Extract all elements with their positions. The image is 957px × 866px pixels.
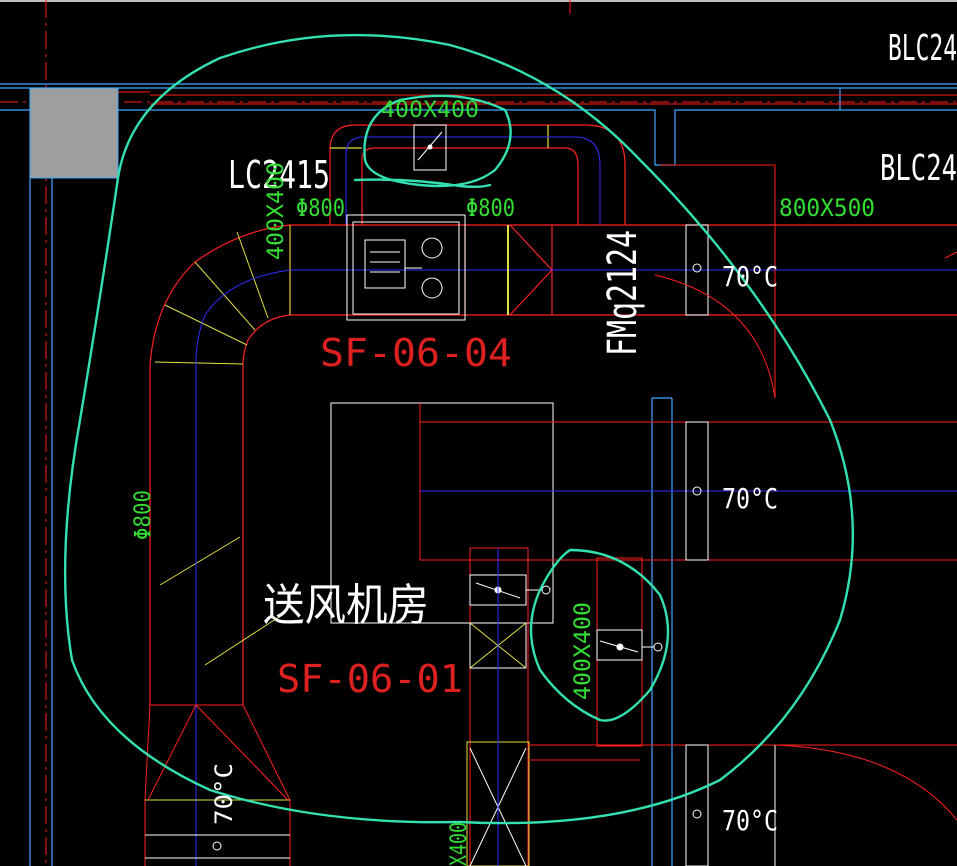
- small-duct-damper: [596, 629, 663, 661]
- vertical-riser: [469, 547, 529, 866]
- label-sf-06-01: SF-06-01: [277, 657, 463, 701]
- left-elbow-duct: [149, 224, 291, 705]
- bottom-damper-pivot: [212, 841, 222, 851]
- fan-room-box: [330, 402, 554, 624]
- label-room-name: 送风机房: [263, 580, 429, 631]
- bypass-centerline: [345, 136, 601, 225]
- label-blc24-top: BLC24: [888, 28, 957, 69]
- label-fmq2124: FMq2124: [600, 230, 646, 356]
- fire-damper-a: [685, 224, 709, 316]
- bottom-left-transition: [144, 704, 291, 866]
- label-phi800-vertical: Φ800: [131, 490, 156, 540]
- branch-curve: [654, 164, 776, 399]
- label-70c-a: 70°C: [722, 260, 778, 293]
- label-phi800-left: Φ800: [296, 194, 345, 222]
- bypass-duct: [329, 124, 626, 225]
- structural-column: [29, 87, 119, 179]
- bottom-right-ducts: [528, 744, 957, 821]
- label-70c-low: 70°C: [210, 763, 238, 825]
- beam-lines: [118, 91, 957, 105]
- fan-unit-sf-06-04: [346, 214, 466, 321]
- label-sf-06-04: SF-06-04: [320, 331, 512, 375]
- label-400x400-top: 400X400: [381, 98, 479, 123]
- fire-damper-b: [685, 421, 709, 561]
- label-70c-b: 70°C: [722, 482, 778, 515]
- label-800x500: 800X500: [779, 194, 875, 222]
- elbow-centerline: [195, 269, 291, 866]
- right-edge-mark: [944, 251, 957, 259]
- markup-annotation: [63, 33, 854, 825]
- label-phi800-right: Φ800: [466, 194, 515, 222]
- label-70c-c: 70°C: [722, 804, 778, 837]
- label-lc2415: LC2415: [228, 153, 330, 197]
- fire-damper-c: [685, 744, 776, 866]
- label-x400-bottom: X400: [447, 822, 472, 866]
- label-400x400-left: 400X400: [264, 162, 289, 260]
- label-400x400-low: 400X400: [571, 602, 596, 700]
- bypass-damper: [413, 124, 447, 171]
- secondary-duct: [419, 403, 957, 561]
- label-blc24-mid: BLC24: [880, 148, 957, 189]
